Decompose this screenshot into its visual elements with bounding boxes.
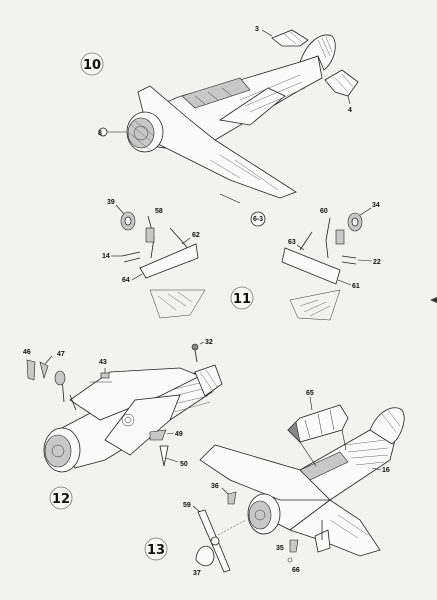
- step-11-number: 11: [233, 292, 251, 307]
- step-12-group: 12 46 47 43: [23, 339, 223, 510]
- step-13-group: 13 65 16: [144, 390, 405, 577]
- callout-32: 32: [205, 339, 213, 346]
- callout-47: 47: [57, 351, 65, 358]
- callout-63: 63: [288, 239, 296, 246]
- part-gear-door: [314, 529, 331, 553]
- callout-65: 65: [306, 390, 314, 397]
- part-49: [149, 429, 167, 441]
- callout-3: 3: [255, 26, 259, 33]
- part-3-stabilizer: [271, 29, 309, 47]
- left-landing-gear: [120, 211, 206, 319]
- part-36: [227, 491, 237, 505]
- callout-16: 16: [382, 467, 390, 474]
- callout-36: 36: [211, 483, 219, 490]
- callout-35: 35: [276, 545, 284, 552]
- page-edge-marker: [430, 297, 437, 303]
- callout-22: 22: [373, 259, 381, 266]
- fuselage-step12-underside: [43, 364, 223, 473]
- step-10-group: 10 3: [80, 26, 359, 227]
- part-43: [100, 372, 110, 379]
- callout-39: 39: [107, 199, 115, 206]
- part-47: [39, 361, 49, 380]
- fuselage-step10: [126, 34, 336, 199]
- part-32: [191, 343, 199, 351]
- callout-46: 46: [23, 349, 31, 356]
- step-13-circle: [144, 537, 168, 561]
- callout-62: 62: [192, 232, 200, 239]
- part-46: [26, 359, 36, 381]
- callout-14: 14: [102, 253, 110, 260]
- callout-8: 8: [98, 130, 102, 137]
- step-13-number: 13: [147, 543, 165, 558]
- right-landing-gear: [281, 212, 363, 321]
- step-10-circle: [80, 52, 104, 76]
- callout-60: 60: [320, 208, 328, 215]
- callout-64: 64: [122, 277, 130, 284]
- callout-59: 59: [183, 502, 191, 509]
- step-11-circle: [230, 286, 254, 310]
- part-6-3-marker: [250, 211, 266, 227]
- step-12-circle: [49, 486, 73, 510]
- part-37-spinner: [195, 545, 215, 567]
- step-10-number: 10: [83, 58, 101, 73]
- step-12-number: 12: [52, 492, 70, 507]
- callout-66: 66: [292, 567, 300, 574]
- callout-34: 34: [372, 202, 380, 209]
- callout-61: 61: [352, 283, 360, 290]
- callout-43: 43: [99, 359, 107, 366]
- callout-6-3: 6-3: [253, 216, 263, 223]
- part-59-propeller: [197, 509, 231, 573]
- callout-49: 49: [175, 431, 183, 438]
- part-35: [289, 539, 299, 553]
- callout-50: 50: [180, 461, 188, 468]
- callout-58: 58: [155, 208, 163, 215]
- callout-37: 37: [193, 570, 201, 577]
- part-50: [159, 445, 169, 467]
- part-4-stabilizer: [324, 69, 359, 97]
- part-66: [287, 557, 293, 563]
- callout-4: 4: [348, 107, 352, 114]
- step-11-group: 11 39 58 62 14 64: [102, 199, 381, 321]
- fuselage-step13: [199, 407, 405, 557]
